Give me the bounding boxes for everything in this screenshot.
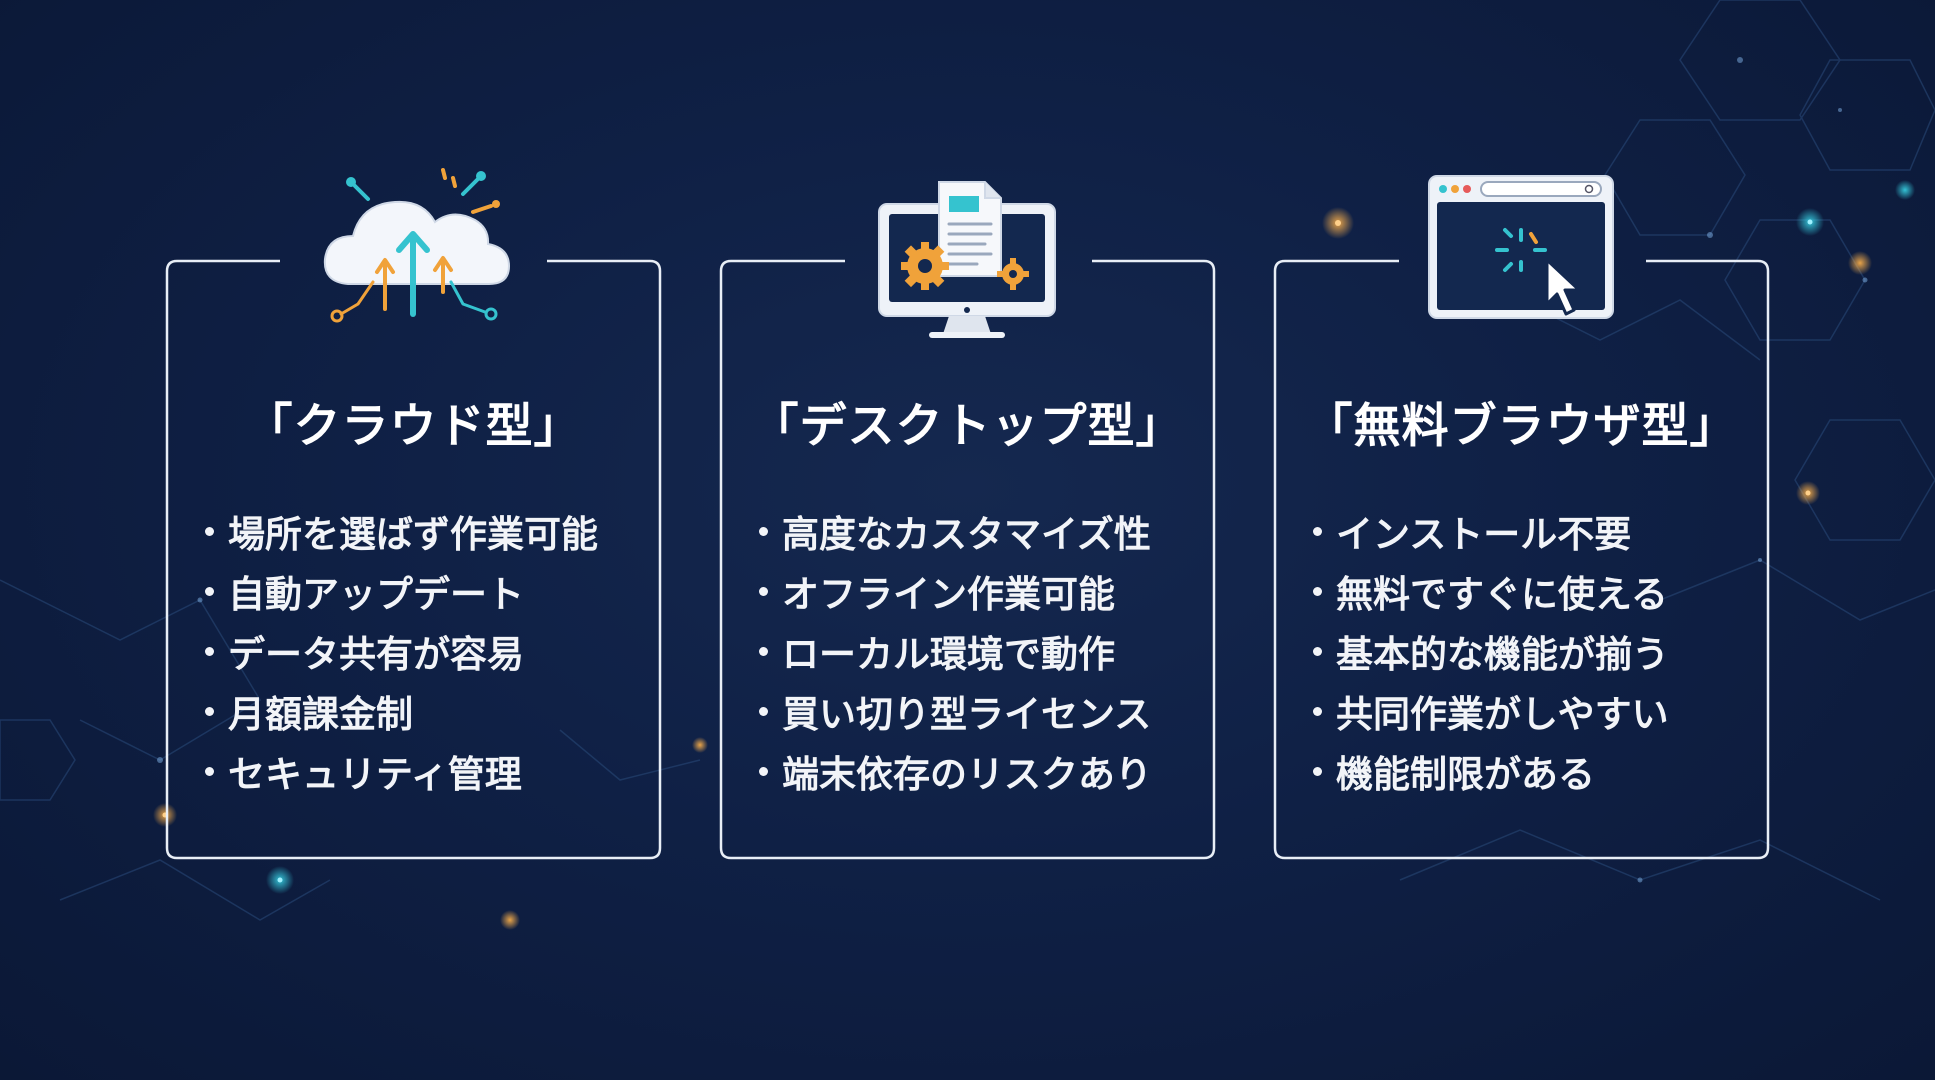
- bullet-icon: [1313, 526, 1322, 536]
- list-item: 買い切り型ライセンス: [759, 681, 1152, 741]
- feature-text: インストール不要: [1336, 513, 1632, 556]
- card-cloud: 「クラウド型」 場所を選ばず作業可能 自動アップデート データ共有が容易 月額課…: [165, 168, 662, 860]
- feature-list: 高度なカスタマイズ性 オフライン作業可能 ローカル環境で動作 買い切り型ライセン…: [759, 501, 1152, 801]
- bullet-icon: [759, 526, 768, 536]
- browser-window-icon: [1428, 175, 1614, 319]
- feature-text: 基本的な機能が揃う: [1336, 633, 1669, 676]
- feature-text: 月額課金制: [228, 693, 413, 736]
- feature-text: セキュリティ管理: [228, 753, 522, 796]
- card-frame: [1273, 259, 1770, 860]
- feature-text: ローカル環境で動作: [782, 633, 1115, 676]
- list-item: インストール不要: [1313, 501, 1669, 561]
- card-frame: [719, 259, 1216, 860]
- bullet-icon: [759, 646, 768, 656]
- list-item: ローカル環境で動作: [759, 621, 1152, 681]
- list-item: 場所を選ばず作業可能: [205, 501, 598, 561]
- bullet-icon: [1313, 766, 1322, 776]
- feature-text: 無料ですぐに使える: [1336, 573, 1668, 616]
- list-item: 機能制限がある: [1313, 741, 1669, 801]
- list-item: 共同作業がしやすい: [1313, 681, 1669, 741]
- list-item: オフライン作業可能: [759, 561, 1152, 621]
- card-title: 「クラウド型」: [245, 399, 582, 454]
- card-desktop: 「デスクトップ型」 高度なカスタマイズ性 オフライン作業可能 ローカル環境で動作…: [719, 181, 1216, 860]
- desktop-monitor-icon: [878, 181, 1056, 338]
- card-frame: [165, 259, 662, 860]
- bullet-icon: [759, 706, 768, 716]
- list-item: 端末依存のリスクあり: [759, 741, 1152, 801]
- feature-list: 場所を選ばず作業可能 自動アップデート データ共有が容易 月額課金制 セキュリテ…: [205, 501, 598, 801]
- cloud-upload-icon: [323, 168, 511, 323]
- feature-text: 端末依存のリスクあり: [782, 753, 1152, 796]
- bullet-icon: [205, 526, 214, 536]
- bullet-icon: [1313, 646, 1322, 656]
- feature-text: 高度なカスタマイズ性: [782, 513, 1151, 556]
- bullet-icon: [759, 766, 768, 776]
- bullet-icon: [1313, 586, 1322, 596]
- card-title: 「無料ブラウザ型」: [1305, 399, 1738, 454]
- list-item: 自動アップデート: [205, 561, 598, 621]
- feature-text: 機能制限がある: [1336, 753, 1595, 796]
- bullet-icon: [205, 706, 214, 716]
- list-item: セキュリティ管理: [205, 741, 598, 801]
- list-item: 月額課金制: [205, 681, 598, 741]
- feature-text: 共同作業がしやすい: [1336, 693, 1669, 736]
- bullet-icon: [205, 646, 214, 656]
- bullet-icon: [759, 586, 768, 596]
- list-item: 無料ですぐに使える: [1313, 561, 1669, 621]
- feature-text: オフライン作業可能: [782, 573, 1115, 616]
- card-title: 「デスクトップ型」: [751, 399, 1184, 454]
- feature-list: インストール不要 無料ですぐに使える 基本的な機能が揃う 共同作業がしやすい 機…: [1313, 501, 1669, 801]
- bullet-icon: [205, 766, 214, 776]
- card-browser: 「無料ブラウザ型」 インストール不要 無料ですぐに使える 基本的な機能が揃う 共…: [1273, 175, 1770, 860]
- list-item: 基本的な機能が揃う: [1313, 621, 1669, 681]
- list-item: 高度なカスタマイズ性: [759, 501, 1152, 561]
- bullet-icon: [1313, 706, 1322, 716]
- list-item: データ共有が容易: [205, 621, 598, 681]
- feature-text: 自動アップデート: [228, 573, 524, 616]
- feature-text: 買い切り型ライセンス: [782, 693, 1152, 736]
- feature-text: 場所を選ばず作業可能: [228, 513, 598, 556]
- bullet-icon: [205, 586, 214, 596]
- feature-text: データ共有が容易: [228, 633, 524, 676]
